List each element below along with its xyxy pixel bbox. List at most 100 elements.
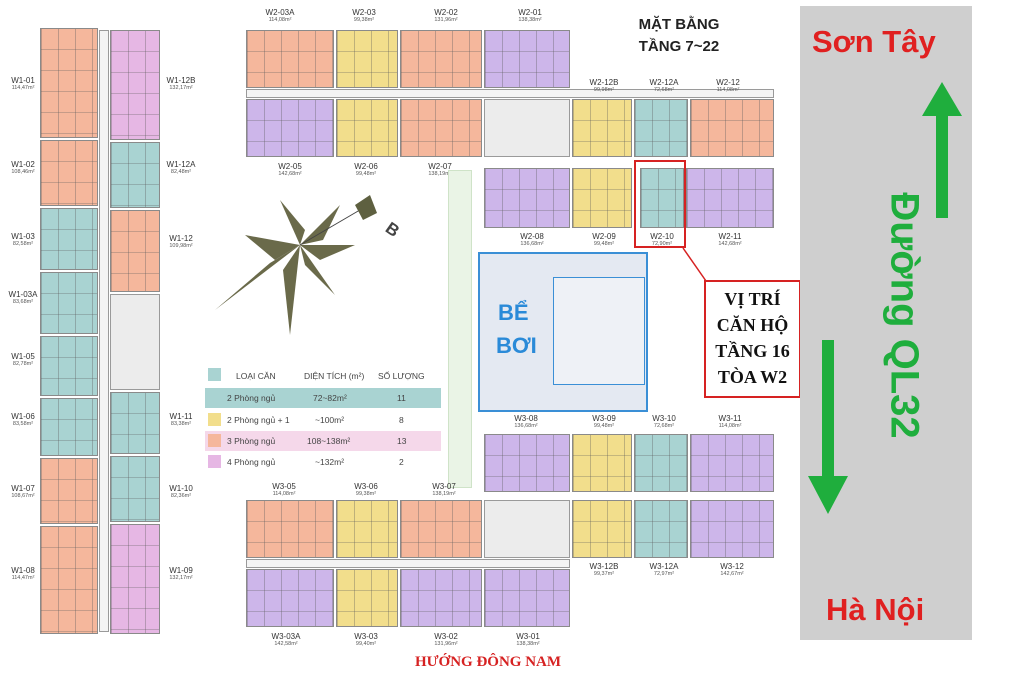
- unit-w3-02[interactable]: [400, 569, 482, 627]
- legend-header-count: SỐ LƯỢNG: [378, 371, 425, 381]
- unit-w3-05[interactable]: [246, 500, 334, 558]
- callout-line-2: CĂN HỘ: [716, 315, 789, 335]
- pool-label-2: BƠI: [496, 333, 537, 358]
- callout-line-4: TÒA W2: [717, 367, 788, 387]
- unit-w2-12a[interactable]: [634, 99, 688, 157]
- unit-w3-01[interactable]: [484, 569, 570, 627]
- unit-w3-07[interactable]: [400, 500, 482, 558]
- compass-north-tip: [355, 195, 377, 220]
- unit-w3-11[interactable]: [690, 434, 774, 492]
- legend-swatch: [208, 413, 221, 426]
- legend-type: 4 Phòng ngủ: [227, 457, 276, 467]
- corridor-w2-upper: [246, 89, 774, 98]
- legend-header-area: DIỆN TÍCH (m²): [304, 371, 365, 381]
- unit-w2-01[interactable]: [484, 30, 570, 88]
- highlight-w2-10: [634, 160, 686, 248]
- unit-w3-12a[interactable]: [634, 500, 688, 558]
- unit-w1-08[interactable]: [40, 526, 98, 634]
- green-path: [448, 170, 472, 488]
- plan-title-line2: TẦNG 7~22: [638, 38, 720, 55]
- city-ha-noi: Hà Nội: [826, 592, 925, 627]
- legend-type: 2 Phòng ngủ: [227, 393, 276, 403]
- unit-w2-12b[interactable]: [572, 99, 632, 157]
- unit-w2-09[interactable]: [572, 168, 632, 228]
- unit-w1-12b[interactable]: [110, 30, 160, 140]
- unit-w3-10[interactable]: [634, 434, 688, 492]
- pool-label-1: BỂ: [498, 300, 529, 325]
- legend-count: 11: [397, 393, 406, 403]
- compass-blade: [300, 245, 355, 260]
- unit-w2-05[interactable]: [246, 99, 334, 157]
- compass-blade: [245, 235, 300, 260]
- corridor-w1: [99, 30, 109, 632]
- unit-w3-06[interactable]: [336, 500, 398, 558]
- city-son-tay: Sơn Tây: [812, 24, 936, 59]
- unit-w1-10[interactable]: [110, 456, 160, 522]
- unit-w2-06[interactable]: [336, 99, 398, 157]
- unit-w3-03[interactable]: [336, 569, 398, 627]
- unit-w2-02[interactable]: [400, 30, 482, 88]
- core-w2: [484, 99, 570, 157]
- unit-w1-12[interactable]: [110, 210, 160, 292]
- unit-w2-08[interactable]: [484, 168, 570, 228]
- unit-w1-03a[interactable]: [40, 272, 98, 334]
- unit-w1-05[interactable]: [40, 336, 98, 396]
- legend-swatch: [208, 434, 221, 447]
- unit-w2-07[interactable]: [400, 99, 482, 157]
- legend-count: 13: [397, 436, 407, 446]
- compass-blade: [300, 245, 335, 295]
- unit-w1-11[interactable]: [110, 392, 160, 454]
- legend-count: 2: [399, 457, 404, 467]
- unit-w3-03a[interactable]: [246, 569, 334, 627]
- unit-w1-02[interactable]: [40, 140, 98, 206]
- unit-w1-03[interactable]: [40, 208, 98, 270]
- legend-row: 3 Phòng ngủ 108~138m² 13: [205, 431, 441, 451]
- unit-w1-09[interactable]: [110, 524, 160, 634]
- unit-w2-10[interactable]: [640, 168, 684, 228]
- legend-row: 2 Phòng ngủ 72~82m² 11: [205, 388, 441, 408]
- corridor-w3-lower: [246, 559, 570, 568]
- plan-title-line1: MẶT BẰNG: [638, 16, 720, 33]
- unit-w2-03[interactable]: [336, 30, 398, 88]
- legend-count: 8: [399, 415, 404, 425]
- unit-w3-12b[interactable]: [572, 500, 632, 558]
- unit-w2-03a[interactable]: [246, 30, 334, 88]
- unit-w1-07[interactable]: [40, 458, 98, 524]
- unit-w2-11[interactable]: [686, 168, 774, 228]
- legend-swatch-header: [208, 368, 221, 381]
- unit-w1-01[interactable]: [40, 28, 98, 138]
- unit-w1-06[interactable]: [40, 398, 98, 456]
- unit-w2-12[interactable]: [690, 99, 774, 157]
- legend-row: 4 Phòng ngủ ~132m² 2: [205, 452, 441, 472]
- pool-inner: [553, 277, 645, 385]
- legend-header-type: LOẠI CĂN: [236, 371, 276, 381]
- legend-swatch: [208, 455, 221, 468]
- unit-w1-12a[interactable]: [110, 142, 160, 208]
- compass-blade: [283, 245, 300, 335]
- compass-blade: [300, 205, 340, 245]
- unit-w3-12[interactable]: [690, 500, 774, 558]
- unit-w3-08[interactable]: [484, 434, 570, 492]
- unit-w3-09[interactable]: [572, 434, 632, 492]
